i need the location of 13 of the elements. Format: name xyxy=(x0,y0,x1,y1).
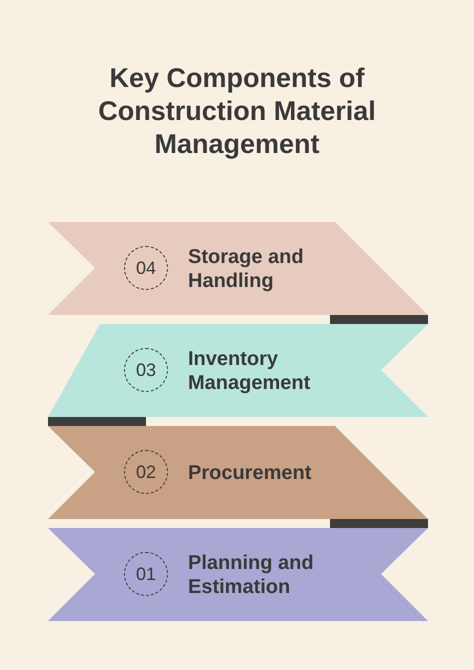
title: Key Components of Construction Material Management xyxy=(97,62,377,161)
step-label: Procurement xyxy=(188,460,312,486)
step-number: 01 xyxy=(124,552,168,596)
step-label: Storage and Handling xyxy=(188,244,305,294)
chevron-band xyxy=(48,528,428,621)
chevron-band xyxy=(48,324,428,417)
step-number: 04 xyxy=(124,246,168,290)
step-label: Inventory Management xyxy=(188,346,312,396)
chevron-band xyxy=(48,222,428,315)
step-label: Planning and Estimation xyxy=(188,550,315,600)
chevron-band xyxy=(48,426,428,519)
step-number: 03 xyxy=(124,348,168,392)
step-number: 02 xyxy=(124,450,168,494)
